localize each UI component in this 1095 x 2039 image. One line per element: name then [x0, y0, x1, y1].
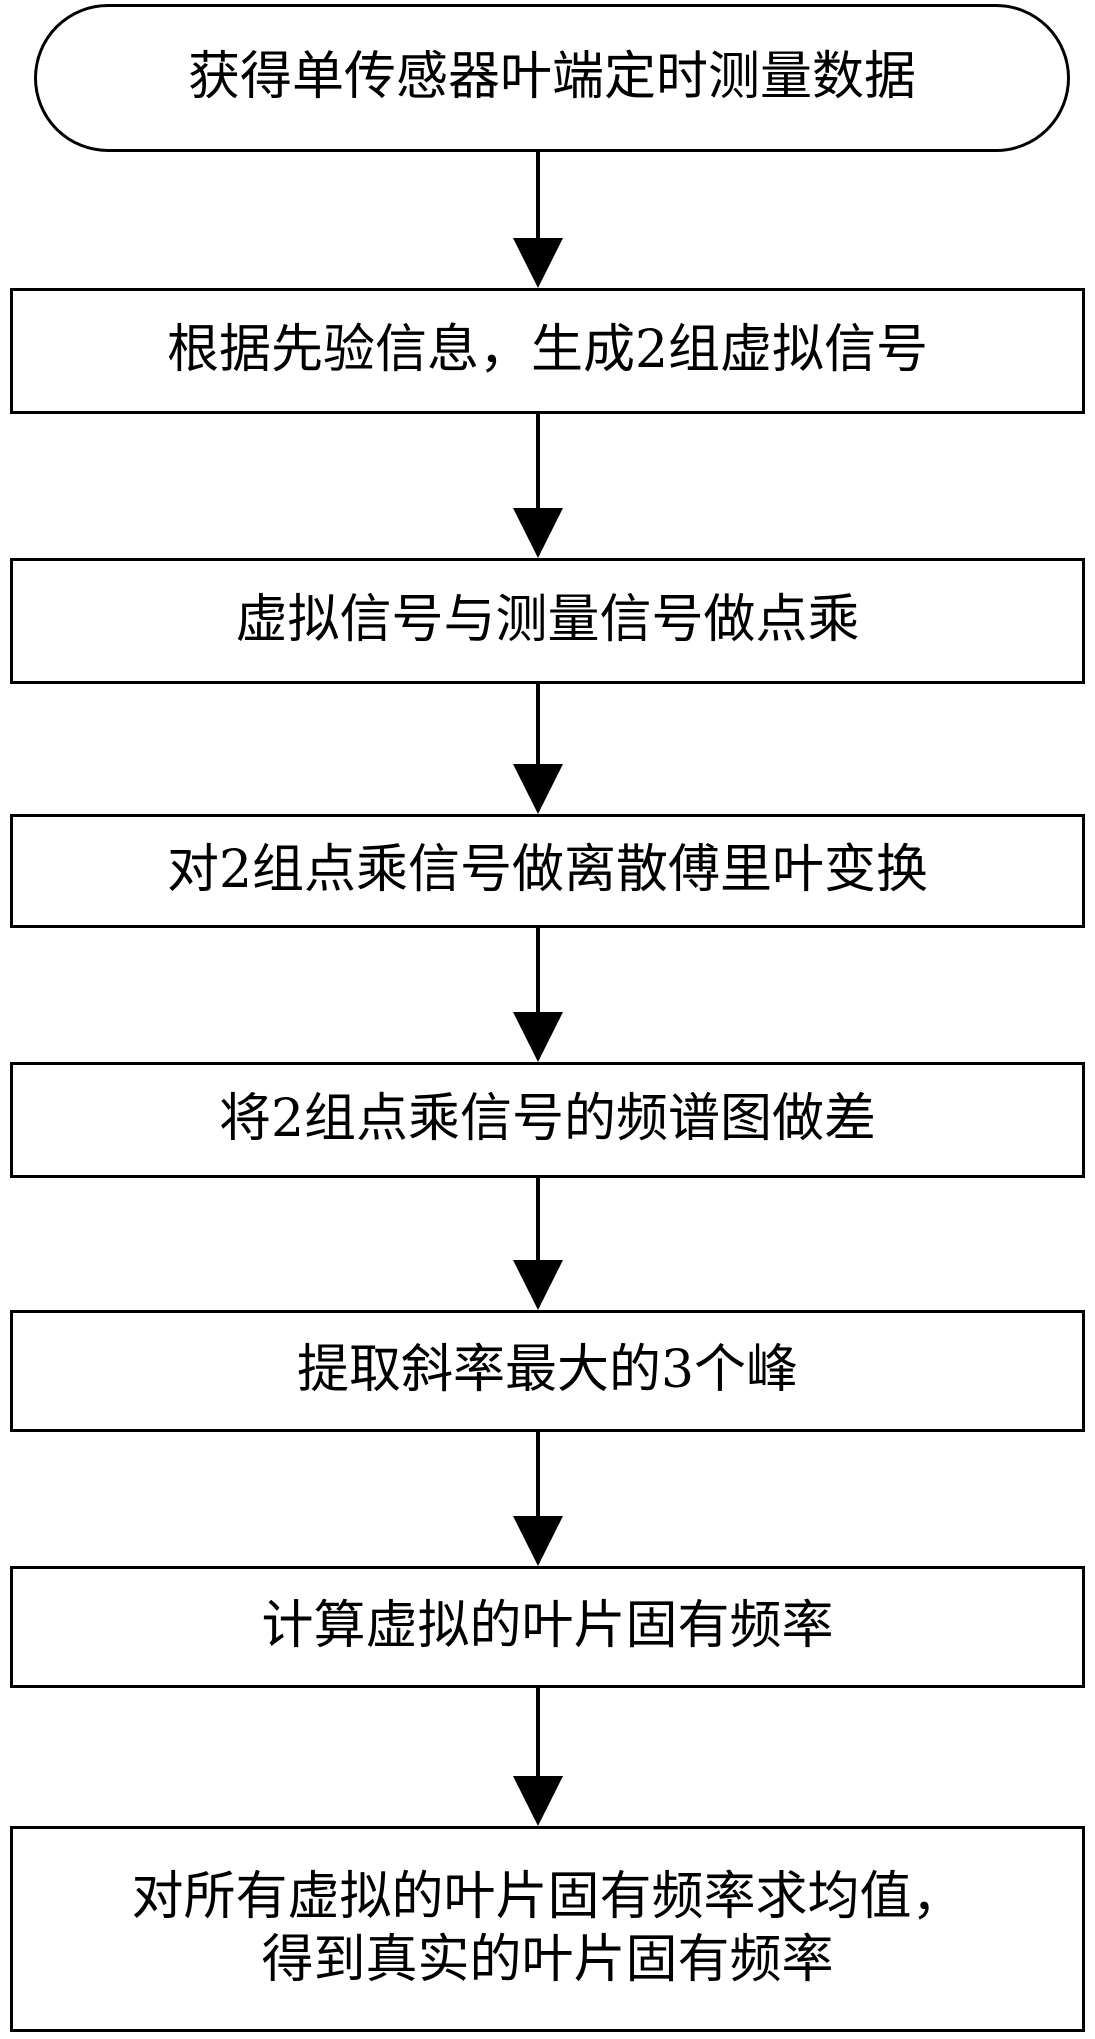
step-3-label: 虚拟信号与测量信号做点乘: [235, 590, 860, 651]
connector-1-2-line: [536, 152, 540, 240]
connector-3-4-arrowhead: [513, 764, 563, 814]
connector-7-8-line: [536, 1688, 540, 1778]
start-terminal: 获得单传感器叶端定时测量数据: [34, 4, 1070, 152]
connector-4-5-line: [536, 928, 540, 1014]
process-box-step-3: 虚拟信号与测量信号做点乘: [10, 558, 1085, 684]
step-6-label: 提取斜率最大的3个峰: [296, 1340, 799, 1401]
connector-2-3-arrowhead: [513, 508, 563, 558]
process-box-step-7: 计算虚拟的叶片固有频率: [10, 1566, 1085, 1688]
step-4-label: 对2组点乘信号做离散傅里叶变换: [166, 840, 929, 901]
step-7-label: 计算虚拟的叶片固有频率: [261, 1596, 834, 1657]
connector-7-8-arrowhead: [513, 1776, 563, 1826]
connector-5-6-line: [536, 1178, 540, 1262]
process-box-step-6: 提取斜率最大的3个峰: [10, 1310, 1085, 1432]
step-8-label-line-1: 对所有虚拟的叶片固有频率求均值，: [131, 1866, 964, 1927]
connector-6-7-line: [536, 1432, 540, 1518]
connector-3-4-line: [536, 684, 540, 766]
connector-6-7-arrowhead: [513, 1516, 563, 1566]
step-8-label-line-2: 得到真实的叶片固有频率: [261, 1930, 834, 1990]
process-box-step-8: 对所有虚拟的叶片固有频率求均值， 得到真实的叶片固有频率: [10, 1826, 1085, 2032]
step-1-label: 获得单传感器叶端定时测量数据: [187, 47, 916, 108]
connector-2-3-line: [536, 414, 540, 510]
step-2-label: 根据先验信息，生成2组虚拟信号: [166, 320, 929, 381]
process-box-step-4: 对2组点乘信号做离散傅里叶变换: [10, 814, 1085, 928]
connector-4-5-arrowhead: [513, 1012, 563, 1062]
process-box-step-2: 根据先验信息，生成2组虚拟信号: [10, 288, 1085, 414]
process-box-step-5: 将2组点乘信号的频谱图做差: [10, 1062, 1085, 1178]
step-5-label: 将2组点乘信号的频谱图做差: [218, 1089, 877, 1150]
connector-1-2-arrowhead: [513, 238, 563, 288]
connector-5-6-arrowhead: [513, 1260, 563, 1310]
